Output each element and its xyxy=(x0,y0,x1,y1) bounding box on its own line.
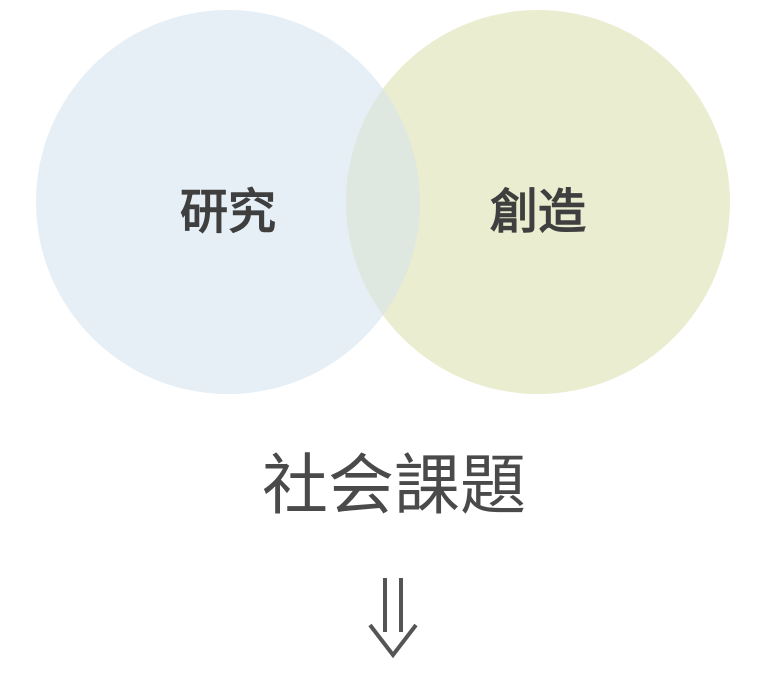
research-circle xyxy=(36,10,420,394)
creation-circle xyxy=(346,10,730,394)
social-issues-title: 社会課題 xyxy=(262,447,526,524)
creation-label: 創造 xyxy=(490,184,586,240)
research-label: 研究 xyxy=(180,184,276,240)
down-double-arrow-icon xyxy=(368,578,418,659)
